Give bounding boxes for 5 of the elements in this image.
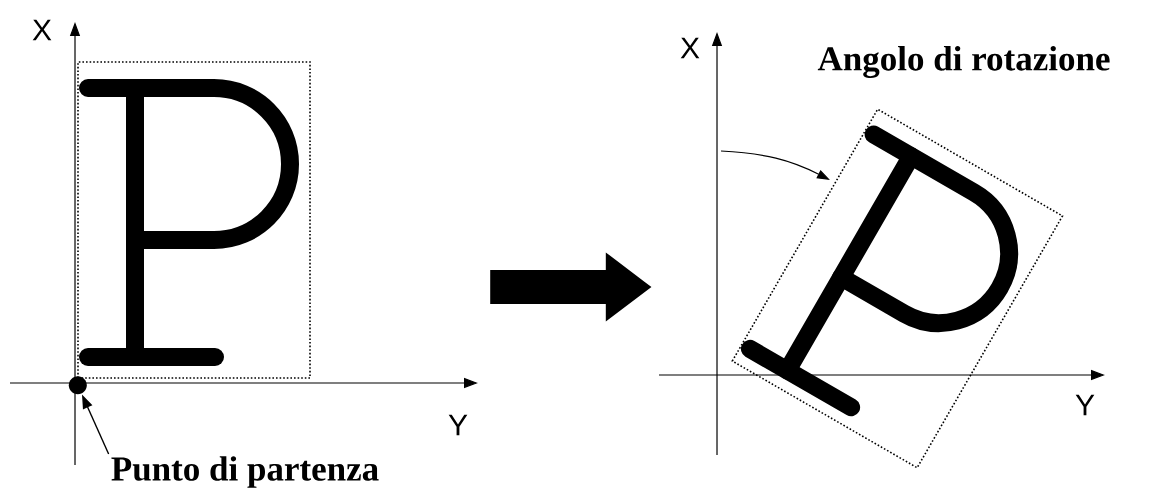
callout-text: Punto di partenza [111,456,379,488]
start-point-dot [68,376,87,395]
axis-label: X [32,19,52,41]
axis-label: X [680,37,700,59]
axis-label: Y [448,414,468,436]
